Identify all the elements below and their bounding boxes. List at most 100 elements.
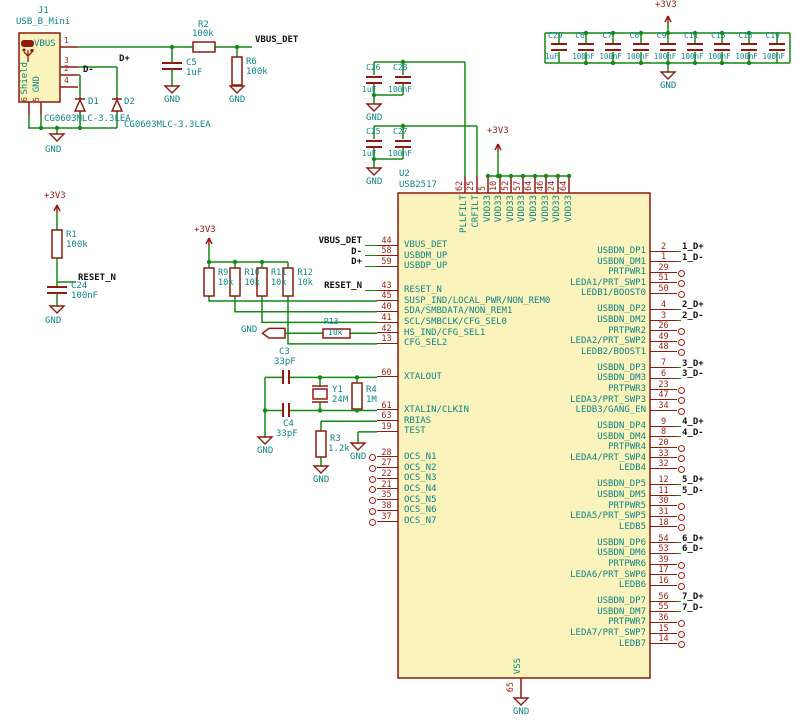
pin-line xyxy=(377,499,398,501)
unconnected-circle xyxy=(678,269,685,277)
right-pin-row: LEDA4/PRT_SWP4 33 xyxy=(520,450,780,464)
pin-line xyxy=(650,457,677,459)
pin-name: USBDN_DM4 xyxy=(597,431,646,442)
pin-line xyxy=(377,420,398,422)
pin-number: 14 xyxy=(658,634,669,645)
wire xyxy=(677,261,681,263)
j1-pin-number: 5 xyxy=(32,97,41,102)
left-pin-row: 27 OCS_N2 xyxy=(160,459,437,474)
r4-value: 1M xyxy=(366,395,377,405)
pin-line xyxy=(377,300,398,302)
pin-name: USBDN_DM5 xyxy=(597,490,646,501)
pin-number: 43 xyxy=(381,280,392,291)
unconnected-circle xyxy=(369,518,376,526)
bank-capacitor: C13 100nF xyxy=(708,31,735,65)
power-arrows xyxy=(53,15,672,246)
pin-line xyxy=(650,351,677,353)
right-pin-row: USBDN_DP7 56 7_D+ xyxy=(520,593,780,607)
bank-capacitor: C8 100nF xyxy=(627,31,654,65)
pin-number: 7 xyxy=(660,358,667,369)
y1-value: 24M xyxy=(332,395,349,405)
pin-number: 36 xyxy=(658,613,669,624)
c27-ref: C27 xyxy=(393,127,408,136)
right-pin-row: PRTPWR3 23 xyxy=(520,381,780,395)
c4-ref: C4 xyxy=(283,419,294,429)
pin-name: PRTPWR6 xyxy=(608,558,646,569)
pin-number: 61 xyxy=(381,400,392,411)
pullup-resistor-labels: R9 10k R10 10k R11 10k R12 10k xyxy=(202,266,313,300)
gnd-label: GND xyxy=(313,475,330,485)
pin-number: 12 xyxy=(658,475,669,486)
c3-value: 33pF xyxy=(274,357,296,367)
pin-number: 26 xyxy=(658,321,669,332)
pin-number: 44 xyxy=(381,235,392,246)
gnd-label: GND xyxy=(229,95,246,105)
r1-value: 100k xyxy=(66,240,88,250)
pin-name: SCL/SMBCLK/CFG_SEL0 xyxy=(404,317,507,328)
pin-line xyxy=(650,446,677,448)
d1-ref: D1 xyxy=(88,97,99,107)
pin-name: VDD33 xyxy=(540,195,551,223)
gnd-label: GND xyxy=(366,177,383,187)
wire xyxy=(365,265,377,267)
wire xyxy=(365,255,377,257)
pin-name: OCS_N7 xyxy=(404,515,437,526)
pin-number: 25 xyxy=(466,180,477,191)
vss-pin-number: 65 xyxy=(506,682,516,693)
unconnected-circle xyxy=(678,582,685,590)
resistor-r3 xyxy=(315,430,327,458)
right-pin-row: LEDB1/BOOST0 50 xyxy=(520,284,780,299)
pin-number: 27 xyxy=(381,458,392,469)
c5-ref: C5 xyxy=(186,58,197,68)
pin-line xyxy=(650,584,677,586)
c27-value: 100nF xyxy=(388,149,413,158)
pin-number: 50 xyxy=(658,284,669,295)
right-pin-row: PRTPWR1 29 xyxy=(520,264,780,278)
right-pin-row: LEDB2/BOOST1 48 xyxy=(520,343,780,358)
net-label: RESET_N xyxy=(324,281,362,292)
unconnected-circle xyxy=(369,454,376,462)
left-pin-row: 38 OCS_N6 xyxy=(160,502,437,516)
gnd-label: GND xyxy=(350,452,367,462)
pin-number: 54 xyxy=(658,533,669,544)
pin-name: LEDA1/PRT_SWP1 xyxy=(570,277,646,288)
c3-ref: C3 xyxy=(279,347,290,357)
resistor-ref: R10 xyxy=(244,268,260,278)
c28-value: 100nF xyxy=(388,85,413,94)
capacitor-ref: C8 xyxy=(629,31,640,40)
net-label: 2_D- xyxy=(682,310,704,321)
crystal-y1 xyxy=(312,388,328,400)
pin-name: PRTPWR7 xyxy=(608,617,646,628)
unconnected-circle xyxy=(369,465,376,473)
c26-value: 1uF xyxy=(362,85,377,94)
pin-line xyxy=(650,250,677,252)
pin-line xyxy=(650,468,677,470)
left-pin-row: 37 OCS_N7 xyxy=(160,513,437,527)
pin-line xyxy=(650,340,677,342)
right-pin-row: PRTPWR4 20 xyxy=(520,439,780,453)
pin-name: USBDN_DM1 xyxy=(597,256,646,267)
j1-pin-number: 1 xyxy=(64,36,69,45)
pin-number: 2 xyxy=(660,241,667,252)
c24-ref: C24 xyxy=(71,281,88,291)
net-label: 5_D+ xyxy=(682,475,704,486)
capacitor-ref: C19 xyxy=(765,31,780,40)
left-pin-row: 13 CFG_SEL2 xyxy=(160,335,447,349)
bank-capacitor: C29 1uF xyxy=(545,31,572,65)
pin-number: 48 xyxy=(658,342,669,353)
pin-name: LEDA6/PRT_SWP6 xyxy=(570,569,646,580)
d2-value: CG0603MLC-3.3LEA xyxy=(124,120,211,130)
pin-line xyxy=(377,255,398,257)
c5-value: 1uF xyxy=(186,68,203,78)
pin-number: 17 xyxy=(658,565,669,576)
right-pin-row: LEDA6/PRT_SWP6 17 xyxy=(520,566,780,581)
net-label: D- xyxy=(351,246,362,257)
r3-value: 1.2k xyxy=(328,444,350,454)
pin-name: LEDB1/BOOST0 xyxy=(580,288,646,299)
resistor-r6 xyxy=(231,56,243,86)
unconnected-circle xyxy=(369,475,376,483)
pin-number: 55 xyxy=(658,602,669,613)
r1-ref: R1 xyxy=(66,230,77,240)
unconnected-circle xyxy=(369,497,376,505)
